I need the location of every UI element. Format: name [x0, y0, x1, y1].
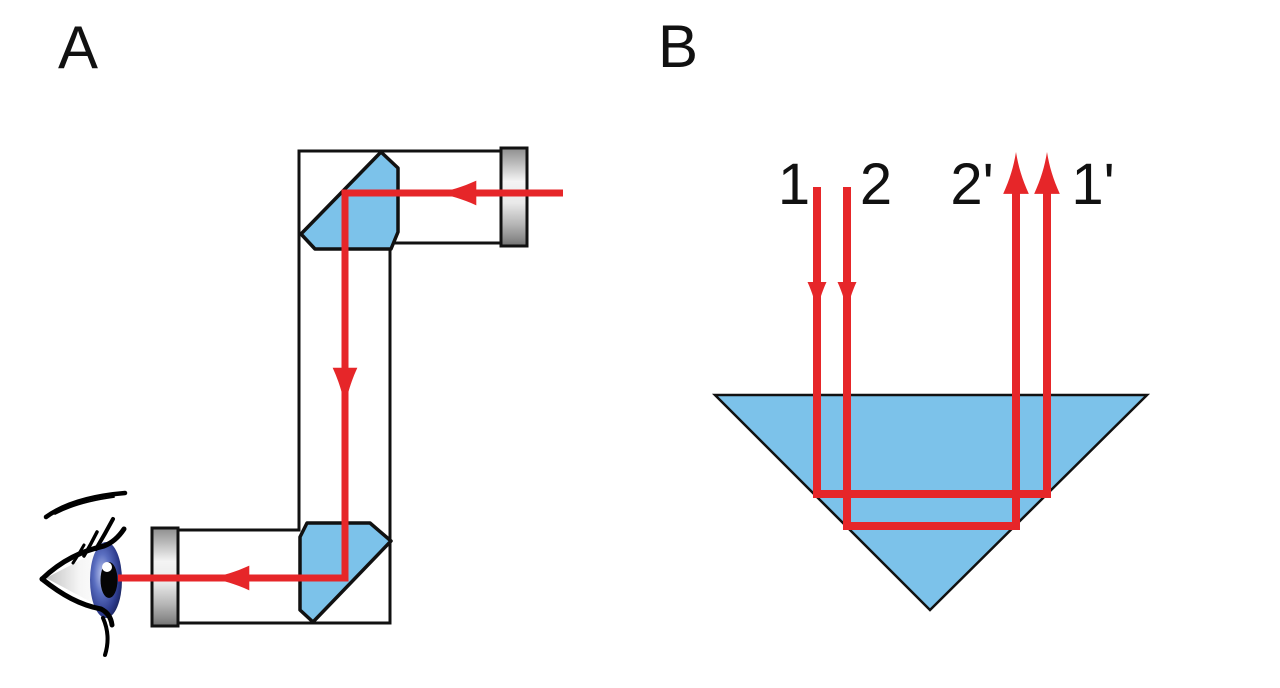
ray-2-path: [843, 187, 1020, 530]
ray-label-outgoing-1: 1': [1071, 152, 1114, 217]
eyebrow-sketch-line: [54, 496, 115, 515]
panel-b-label: B: [658, 13, 698, 80]
panel-a: A: [39, 14, 563, 657]
eye-sclera: [46, 549, 106, 610]
ray-2-exit-arrowhead: [1003, 152, 1029, 194]
ray-label-incoming-2: 2: [860, 152, 892, 217]
panel-a-label: A: [58, 14, 98, 81]
ray-1-down-arrowhead: [807, 282, 827, 313]
panel-b: B 1 2 2' 1': [658, 13, 1151, 612]
entrance-window: [499, 146, 529, 248]
retroreflector-prism: [711, 393, 1151, 612]
ray-label-outgoing-2: 2': [950, 152, 993, 217]
ray-2-down-arrowhead: [837, 282, 857, 313]
ray-1-path: [813, 187, 1051, 498]
eye-upper-lid: [39, 526, 127, 582]
eye-lash-2: [82, 530, 99, 558]
eye-lash-3: [71, 543, 86, 565]
eye-lash-1: [94, 517, 115, 551]
ray-label-incoming-1: 1: [778, 152, 810, 217]
ray-1-exit-arrowhead: [1034, 152, 1060, 194]
upper-prism: [299, 150, 400, 251]
eyebrow: [43, 490, 128, 520]
eye-lower-lid: [39, 576, 115, 628]
observer-eye-icon: [39, 490, 128, 657]
eye-highlight: [102, 562, 112, 572]
eye-lower-lash: [101, 616, 110, 657]
